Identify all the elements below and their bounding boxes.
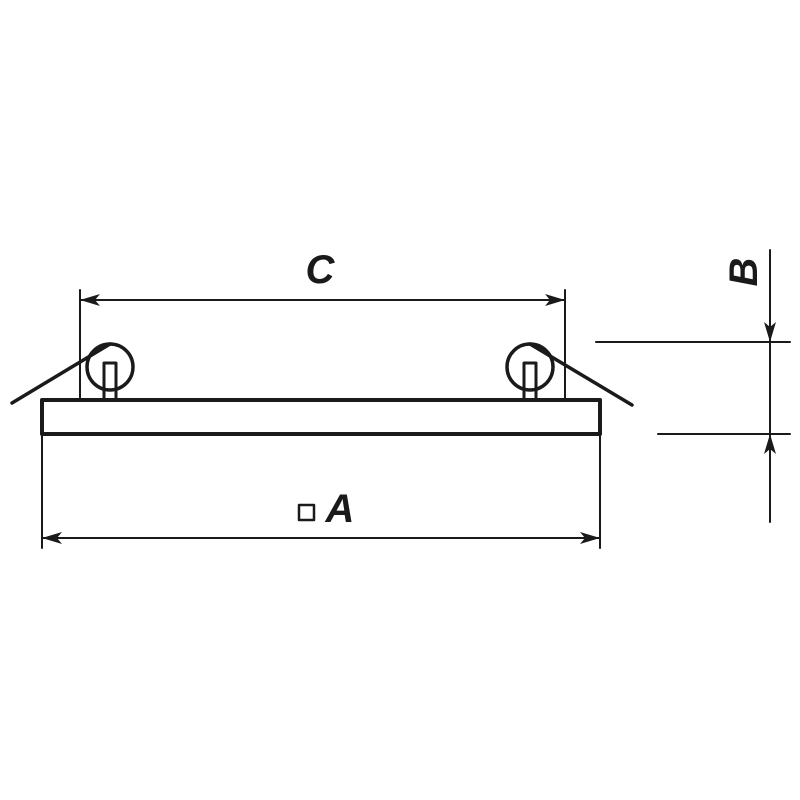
dimension-a: A bbox=[41, 433, 601, 549]
left-clip-spring-arm bbox=[10, 342, 112, 405]
left-clip-roller bbox=[85, 342, 135, 392]
dimension-b: B bbox=[595, 249, 791, 523]
right-spring-clip bbox=[505, 342, 634, 407]
right-clip-post bbox=[522, 361, 538, 402]
right-clip-spring-arm bbox=[528, 342, 634, 407]
dimension-a-label: A bbox=[325, 487, 355, 531]
left-clip-post bbox=[102, 361, 118, 402]
panel-body bbox=[40, 398, 602, 436]
right-clip-roller bbox=[505, 342, 555, 392]
dimension-b-label: B bbox=[722, 258, 766, 287]
left-spring-clip bbox=[10, 342, 135, 405]
dimension-c-label: C bbox=[306, 248, 336, 292]
dimension-c: C bbox=[79, 248, 566, 399]
square-symbol-icon bbox=[297, 503, 316, 522]
